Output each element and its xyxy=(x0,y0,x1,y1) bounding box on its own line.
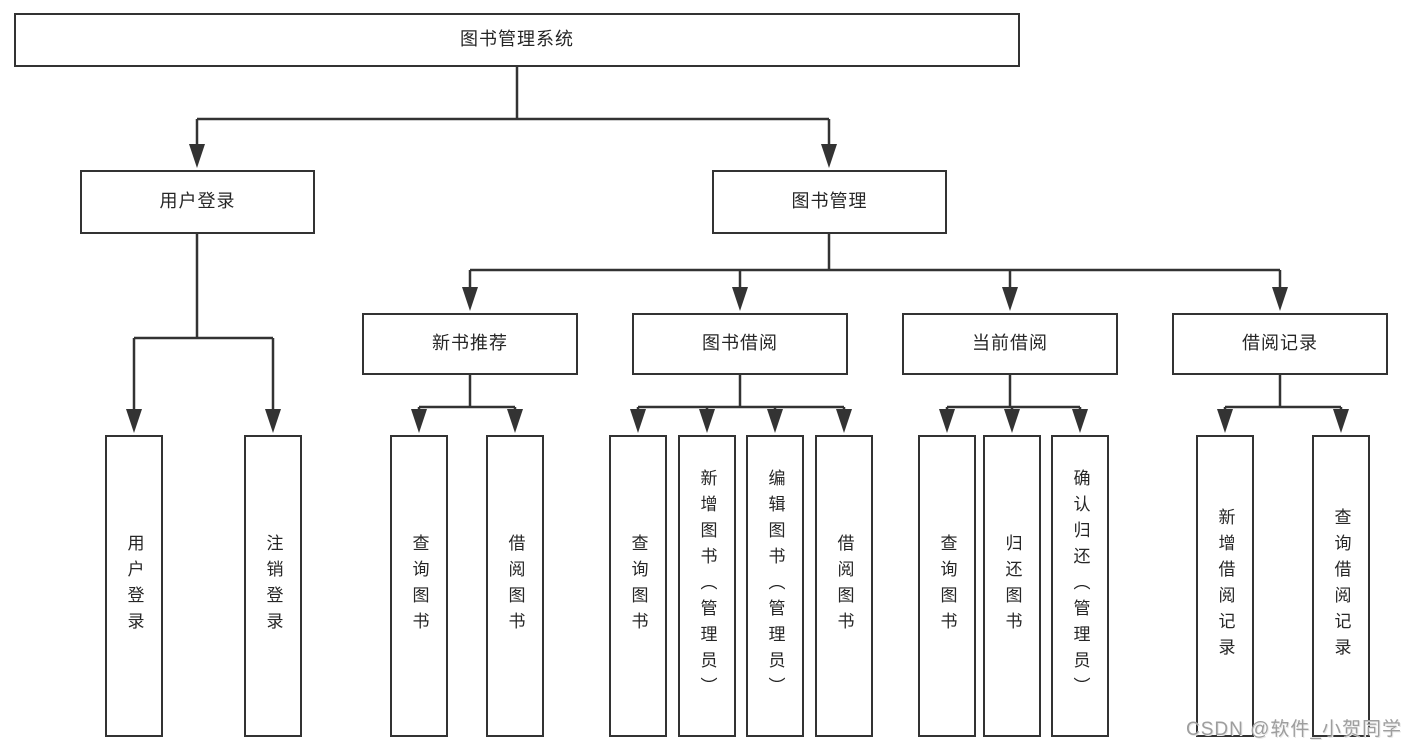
leaf-current-confirm-admin: 确认归还（管理员） xyxy=(1051,435,1109,737)
node-new-book-recommend: 新书推荐 xyxy=(362,313,578,375)
node-current-borrow: 当前借阅 xyxy=(902,313,1118,375)
leaf-borrow-borrow: 借阅图书 xyxy=(815,435,873,737)
leaf-record-add: 新增借阅记录 xyxy=(1196,435,1254,737)
leaf-borrow-query: 查询图书 xyxy=(609,435,667,737)
node-book-borrow: 图书借阅 xyxy=(632,313,848,375)
leaf-user-login: 用户登录 xyxy=(105,435,163,737)
leaf-logout: 注销登录 xyxy=(244,435,302,737)
leaf-borrow-edit-admin: 编辑图书（管理员） xyxy=(746,435,804,737)
leaf-current-return: 归还图书 xyxy=(983,435,1041,737)
node-borrow-records: 借阅记录 xyxy=(1172,313,1388,375)
leaf-record-query: 查询借阅记录 xyxy=(1312,435,1370,737)
node-user-login: 用户登录 xyxy=(80,170,315,234)
node-root: 图书管理系统 xyxy=(14,13,1020,67)
leaf-newbook-borrow: 借阅图书 xyxy=(486,435,544,737)
watermark: CSDN @软件_小贺同学 xyxy=(1186,719,1402,740)
leaf-current-query: 查询图书 xyxy=(918,435,976,737)
leaf-borrow-add-admin: 新增图书（管理员） xyxy=(678,435,736,737)
node-book-management: 图书管理 xyxy=(712,170,947,234)
leaf-newbook-query: 查询图书 xyxy=(390,435,448,737)
